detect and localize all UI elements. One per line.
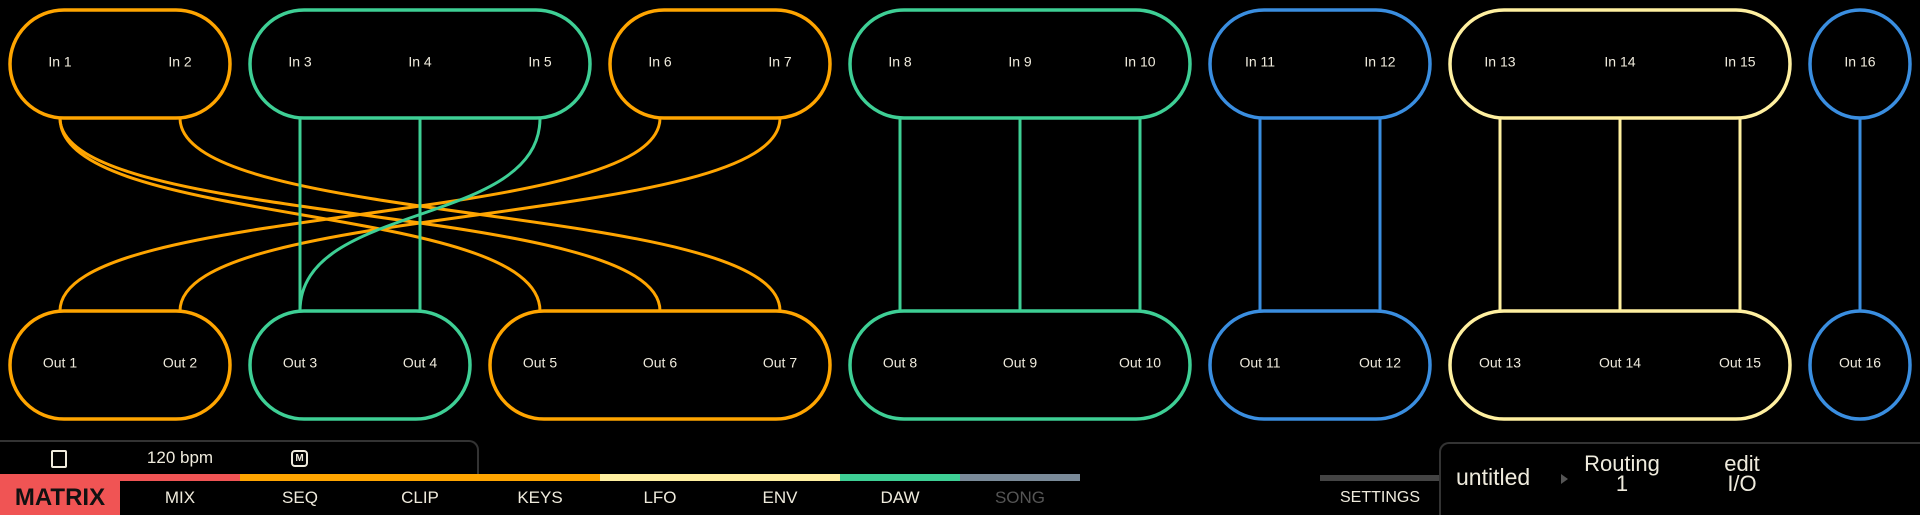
output-port-label[interactable]: Out 8 bbox=[883, 355, 917, 371]
input-group[interactable] bbox=[1448, 8, 1792, 120]
output-port-label[interactable]: Out 14 bbox=[1599, 355, 1641, 371]
tab-env[interactable]: ENV bbox=[762, 488, 798, 507]
tab-matrix[interactable]: MATRIX bbox=[0, 481, 120, 515]
tab-clip[interactable]: CLIP bbox=[401, 488, 439, 507]
tab-seq[interactable]: SEQ bbox=[282, 488, 318, 507]
output-group[interactable] bbox=[8, 309, 232, 421]
tab-lfo[interactable]: LFO bbox=[643, 488, 677, 507]
output-port-label[interactable]: Out 7 bbox=[763, 355, 797, 371]
tab-mix[interactable]: MIX bbox=[164, 488, 196, 507]
output-port-label[interactable]: Out 9 bbox=[1003, 355, 1037, 371]
output-group[interactable] bbox=[1448, 309, 1792, 421]
connection-cable[interactable] bbox=[298, 117, 542, 312]
io-label: I/O bbox=[1727, 471, 1757, 496]
breadcrumb-arrow-icon bbox=[1561, 474, 1568, 484]
input-group[interactable] bbox=[1208, 8, 1432, 120]
output-port-label[interactable]: Out 13 bbox=[1479, 355, 1521, 371]
category-strip bbox=[0, 474, 240, 481]
input-port-label[interactable]: In 6 bbox=[648, 54, 672, 70]
connection-cable[interactable] bbox=[58, 117, 662, 312]
input-group[interactable] bbox=[848, 8, 1192, 120]
tab-song[interactable]: SONG bbox=[994, 488, 1046, 507]
output-port-label[interactable]: Out 12 bbox=[1359, 355, 1401, 371]
connection-cable[interactable] bbox=[178, 117, 782, 312]
input-port-label[interactable]: In 5 bbox=[528, 54, 552, 70]
tab-keys[interactable]: KEYS bbox=[517, 488, 563, 507]
output-port-label[interactable]: Out 15 bbox=[1719, 355, 1761, 371]
input-port-label[interactable]: In 11 bbox=[1245, 54, 1275, 70]
page-label: Routing bbox=[1584, 451, 1660, 476]
metronome-icon[interactable]: M bbox=[291, 450, 308, 467]
output-port-label[interactable]: Out 10 bbox=[1119, 355, 1161, 371]
input-port-label[interactable]: In 3 bbox=[288, 54, 312, 70]
edit-label: edit bbox=[1724, 451, 1760, 476]
input-port-label[interactable]: In 8 bbox=[888, 54, 912, 70]
output-group[interactable] bbox=[1208, 309, 1432, 421]
page-routing[interactable]: Routing 1 bbox=[1584, 451, 1660, 496]
output-group[interactable] bbox=[488, 309, 832, 421]
input-port-label[interactable]: In 13 bbox=[1484, 54, 1515, 70]
tempo-display[interactable]: 120 bpm bbox=[146, 448, 214, 467]
settings-strip bbox=[1320, 475, 1440, 481]
settings-button[interactable]: SETTINGS bbox=[1339, 489, 1420, 506]
category-strip bbox=[600, 474, 840, 481]
stop-square-icon[interactable] bbox=[51, 450, 67, 468]
input-port-label[interactable]: In 15 bbox=[1724, 54, 1755, 70]
input-port-label[interactable]: In 10 bbox=[1124, 54, 1155, 70]
page-number: 1 bbox=[1615, 471, 1629, 496]
output-port-label[interactable]: Out 1 bbox=[43, 355, 77, 371]
project-name[interactable]: untitled bbox=[1456, 464, 1531, 490]
input-group[interactable] bbox=[8, 8, 232, 120]
output-port-label[interactable]: Out 4 bbox=[403, 355, 437, 371]
input-port-label[interactable]: In 4 bbox=[408, 54, 432, 70]
output-port-label[interactable]: Out 6 bbox=[643, 355, 677, 371]
output-group[interactable] bbox=[848, 309, 1192, 421]
category-strip bbox=[240, 474, 600, 481]
input-port-label[interactable]: In 14 bbox=[1604, 54, 1635, 70]
category-strip bbox=[840, 474, 960, 481]
output-port-label[interactable]: Out 16 bbox=[1839, 355, 1881, 371]
input-group[interactable] bbox=[1808, 8, 1912, 120]
tab-daw[interactable]: DAW bbox=[880, 488, 920, 507]
input-port-label[interactable]: In 9 bbox=[1008, 54, 1032, 70]
output-port-label[interactable]: Out 3 bbox=[283, 355, 317, 371]
output-group[interactable] bbox=[1808, 309, 1912, 421]
transport-panel: 120 bpm M bbox=[0, 440, 479, 474]
output-port-label[interactable]: Out 2 bbox=[163, 355, 197, 371]
input-group[interactable] bbox=[608, 8, 832, 120]
input-port-label[interactable]: In 7 bbox=[768, 54, 792, 70]
output-group[interactable] bbox=[248, 309, 472, 421]
input-port-label[interactable]: In 12 bbox=[1364, 54, 1395, 70]
input-group[interactable] bbox=[248, 8, 592, 120]
input-port-label[interactable]: In 16 bbox=[1844, 54, 1875, 70]
output-port-label[interactable]: Out 11 bbox=[1240, 355, 1281, 371]
input-port-label[interactable]: In 2 bbox=[168, 54, 192, 70]
edit-io-button[interactable]: edit I/O bbox=[1724, 451, 1760, 496]
category-strip bbox=[960, 474, 1080, 481]
routing-matrix[interactable]: In 1 In 2 In 3 In 4 In 5 In 6 In 7 In 8 In 9 In 1… bbox=[0, 0, 1920, 430]
output-port-label[interactable]: Out 5 bbox=[523, 355, 557, 371]
header-panel: untitled Routing 1 edit I/O bbox=[1439, 442, 1920, 515]
input-port-label[interactable]: In 1 bbox=[48, 54, 72, 70]
